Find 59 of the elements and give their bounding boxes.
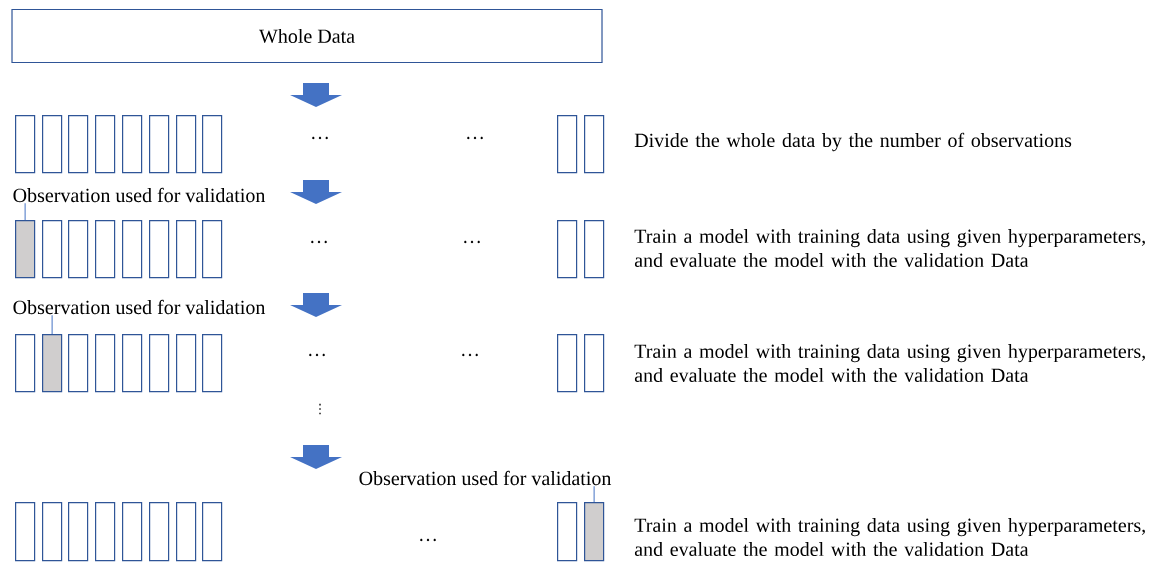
fold-box <box>122 115 143 174</box>
fold-box <box>202 115 223 174</box>
fold-box <box>202 502 223 562</box>
fold-box <box>15 502 36 562</box>
ellipsis: … <box>467 136 483 140</box>
fold-box <box>149 334 170 393</box>
fold-box <box>95 115 116 174</box>
ellipsis: … <box>311 240 327 244</box>
ellipsis: … <box>309 353 325 357</box>
fold-box <box>149 502 170 562</box>
leader-line <box>51 314 53 335</box>
fold-box <box>557 220 578 279</box>
vertical-ellipsis: ⋮ <box>319 403 321 415</box>
ellipsis: … <box>464 240 480 244</box>
fold-box <box>68 220 89 279</box>
ellipsis: … <box>312 136 328 140</box>
step-description: Divide the whole data by the number of observations <box>634 132 1072 152</box>
callout-text: Observation used for validation <box>359 470 612 486</box>
fold-box <box>176 502 197 562</box>
step-description: Train a model with training data using given hyperparameters, and evaluate the model with the validation Data <box>634 517 1145 557</box>
fold-box <box>176 220 197 279</box>
fold-box <box>68 115 89 174</box>
ellipsis: … <box>420 538 436 542</box>
callout-text: Observation used for validation <box>13 187 266 203</box>
fold-box <box>42 502 63 562</box>
fold-box <box>15 115 36 174</box>
fold-box <box>15 334 36 393</box>
fold-box <box>176 334 197 393</box>
fold-box <box>557 502 578 562</box>
step-description: Train a model with training data using given hyperparameters, and evaluate the model with the validation Data <box>634 343 1145 383</box>
fold-box <box>122 502 143 562</box>
fold-box <box>42 220 63 279</box>
fold-box <box>122 334 143 393</box>
fold-box <box>584 220 605 279</box>
fold-box <box>68 502 89 562</box>
fold-box <box>202 334 223 393</box>
leader-line <box>24 202 26 221</box>
fold-box <box>95 220 116 279</box>
fold-box <box>557 115 578 174</box>
data-box: Whole Data <box>11 8 603 64</box>
fold-box <box>122 220 143 279</box>
highlighted-fold-box <box>42 334 63 393</box>
fold-box <box>68 334 89 393</box>
fold-box <box>95 334 116 393</box>
fold-box <box>95 502 116 562</box>
callout-text: Observation used for validation <box>13 299 266 315</box>
step-description: Train a model with training data using given hyperparameters, and evaluate the model with the validation Data <box>634 228 1145 268</box>
fold-box <box>202 220 223 279</box>
leader-line <box>593 485 595 503</box>
fold-box <box>176 115 197 174</box>
ellipsis: … <box>462 353 478 357</box>
highlighted-fold-box <box>584 502 605 562</box>
fold-box <box>149 220 170 279</box>
fold-box <box>42 115 63 174</box>
highlighted-fold-box <box>15 220 36 279</box>
fold-box <box>149 115 170 174</box>
fold-box <box>557 334 578 393</box>
fold-box <box>584 115 605 174</box>
fold-box <box>584 334 605 393</box>
